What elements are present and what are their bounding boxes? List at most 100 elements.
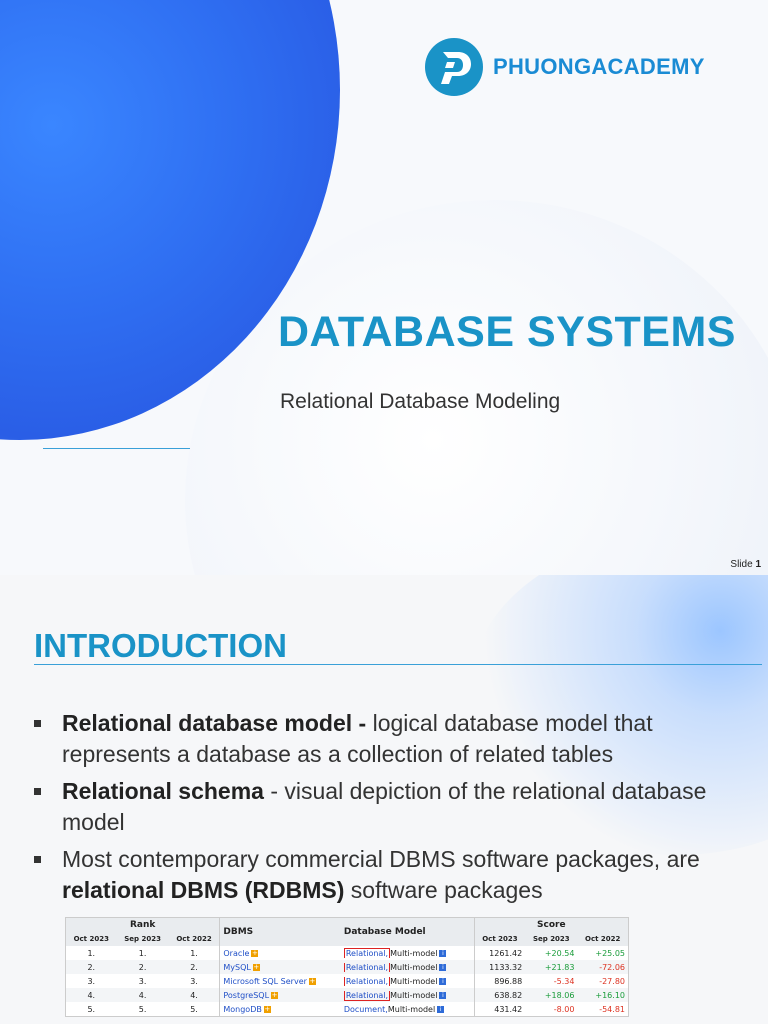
presentation-title: DATABASE SYSTEMS [278,308,736,356]
plus-icon[interactable]: + [308,976,316,985]
bullet-item: Relational schema - visual depiction of … [34,776,744,838]
score-delta-cell: +18.06 [525,988,578,1002]
bullet-item: Relational database model - logical data… [34,708,744,770]
dbms-cell: MongoDB+ [219,1002,341,1016]
plus-icon[interactable]: + [263,1004,271,1013]
bullet-list: Relational database model - logical data… [34,708,744,912]
model-link[interactable]: Relational, [343,962,391,972]
dbms-link[interactable]: Microsoft SQL Server [223,976,307,986]
col-header: Oct 2022 [577,932,628,946]
model-text: Multi-model [390,990,438,1000]
section-heading: INTRODUCTION [34,627,287,664]
dbms-ranking-table: Rank DBMS Database Model Score Oct 2023 … [65,917,629,1017]
model-link[interactable]: Document, [343,1004,388,1014]
score-delta-cell: +21.83 [525,960,578,974]
score-cell: 431.42 [473,1002,526,1016]
rank-cell: 3. [66,974,117,988]
rank-cell: 5. [168,1002,220,1016]
bullet-term: relational DBMS (RDBMS) [62,877,345,903]
rank-cell: 5. [116,1002,169,1016]
col-header: Oct 2022 [168,932,220,946]
bullet-item: Most contemporary commercial DBMS softwa… [34,844,744,906]
score-delta-cell: -5.34 [525,974,578,988]
info-icon[interactable]: i [439,949,447,957]
dbms-link[interactable]: MongoDB [223,1004,262,1014]
rank-cell: 5. [66,1002,117,1016]
title-slide: PHUONGACADEMY DATABASE SYSTEMS Relationa… [0,0,768,575]
rank-cell: 2. [116,960,169,974]
col-header: Oct 2023 [473,932,526,946]
score-cell: 1261.42 [473,946,526,960]
model-text: Multi-model [390,962,438,972]
dbms-header: DBMS [219,918,341,946]
score-delta-cell: -27.80 [577,974,628,988]
brand-logo: PHUONGACADEMY [425,38,705,96]
bullet-icon [34,788,41,795]
dbms-cell: MySQL+ [219,960,341,974]
plus-icon[interactable]: + [251,948,259,957]
plus-icon[interactable]: + [252,962,260,971]
model-link[interactable]: Relational, [343,947,391,958]
model-text: Multi-model [390,976,438,986]
bullet-text: Most contemporary commercial DBMS softwa… [62,846,700,872]
score-delta-cell: -54.81 [577,1002,628,1016]
model-text: Multi-model [387,1004,436,1014]
info-icon[interactable]: i [439,963,447,971]
slide-label: Slide [730,559,753,570]
score-delta-cell: -8.00 [525,1002,578,1016]
rank-cell: 2. [66,960,117,974]
dbms-cell: PostgreSQL+ [219,988,341,1002]
model-header: Database Model [340,918,475,946]
score-delta-cell: +16.10 [577,988,628,1002]
col-header: Sep 2023 [116,932,169,946]
dbms-cell: Microsoft SQL Server+ [219,974,341,988]
rank-cell: 1. [116,946,169,960]
slide-number: Slide 1 [730,559,761,570]
presentation-subtitle: Relational Database Modeling [280,390,561,413]
info-icon[interactable]: i [439,977,447,985]
info-icon[interactable]: i [437,1005,445,1013]
score-cell: 638.82 [473,988,526,1002]
col-header: Sep 2023 [525,932,578,946]
score-delta-cell: -72.06 [577,960,628,974]
accent-divider [43,448,190,449]
score-cell: 896.88 [473,974,526,988]
heading-underline [34,664,762,665]
bullet-text: software packages [344,877,543,903]
col-header: Oct 2023 [66,932,117,946]
bullet-term: Relational schema [62,778,264,804]
bullet-text: logical database model that represents a… [62,710,653,767]
rank-cell: 3. [116,974,169,988]
dbms-link[interactable]: MySQL [223,962,251,972]
model-text: Multi-model [390,948,438,958]
model-link[interactable]: Relational, [343,976,391,986]
plus-icon[interactable]: + [271,990,279,999]
bullet-term: Relational database model - [62,710,367,736]
brand-name: PHUONGACADEMY [493,54,705,79]
rank-cell: 1. [66,946,117,960]
bullet-text: - visual depiction of the relational dat… [62,778,707,835]
dbms-cell: Oracle+ [219,946,341,960]
rank-cell: 2. [168,960,220,974]
table-row: 4. 4. 4. PostgreSQL+ Relational,Multi-mo… [66,988,628,1002]
score-cell: 1133.32 [473,960,526,974]
phuongacademy-logo-icon [425,38,483,96]
rank-cell: 4. [168,988,220,1002]
score-header: Score [473,918,628,932]
rank-cell: 1. [168,946,220,960]
model-link[interactable]: Relational, [343,990,391,1001]
table-row: 3. 3. 3. Microsoft SQL Server+ Relationa… [66,974,628,988]
score-delta-cell: +20.54 [525,946,578,960]
bullet-icon [34,720,41,727]
dbms-link[interactable]: Oracle [223,948,250,958]
dbms-link[interactable]: PostgreSQL [223,990,270,1000]
rank-cell: 3. [168,974,220,988]
info-icon[interactable]: i [439,991,447,999]
rank-cell: 4. [66,988,117,1002]
